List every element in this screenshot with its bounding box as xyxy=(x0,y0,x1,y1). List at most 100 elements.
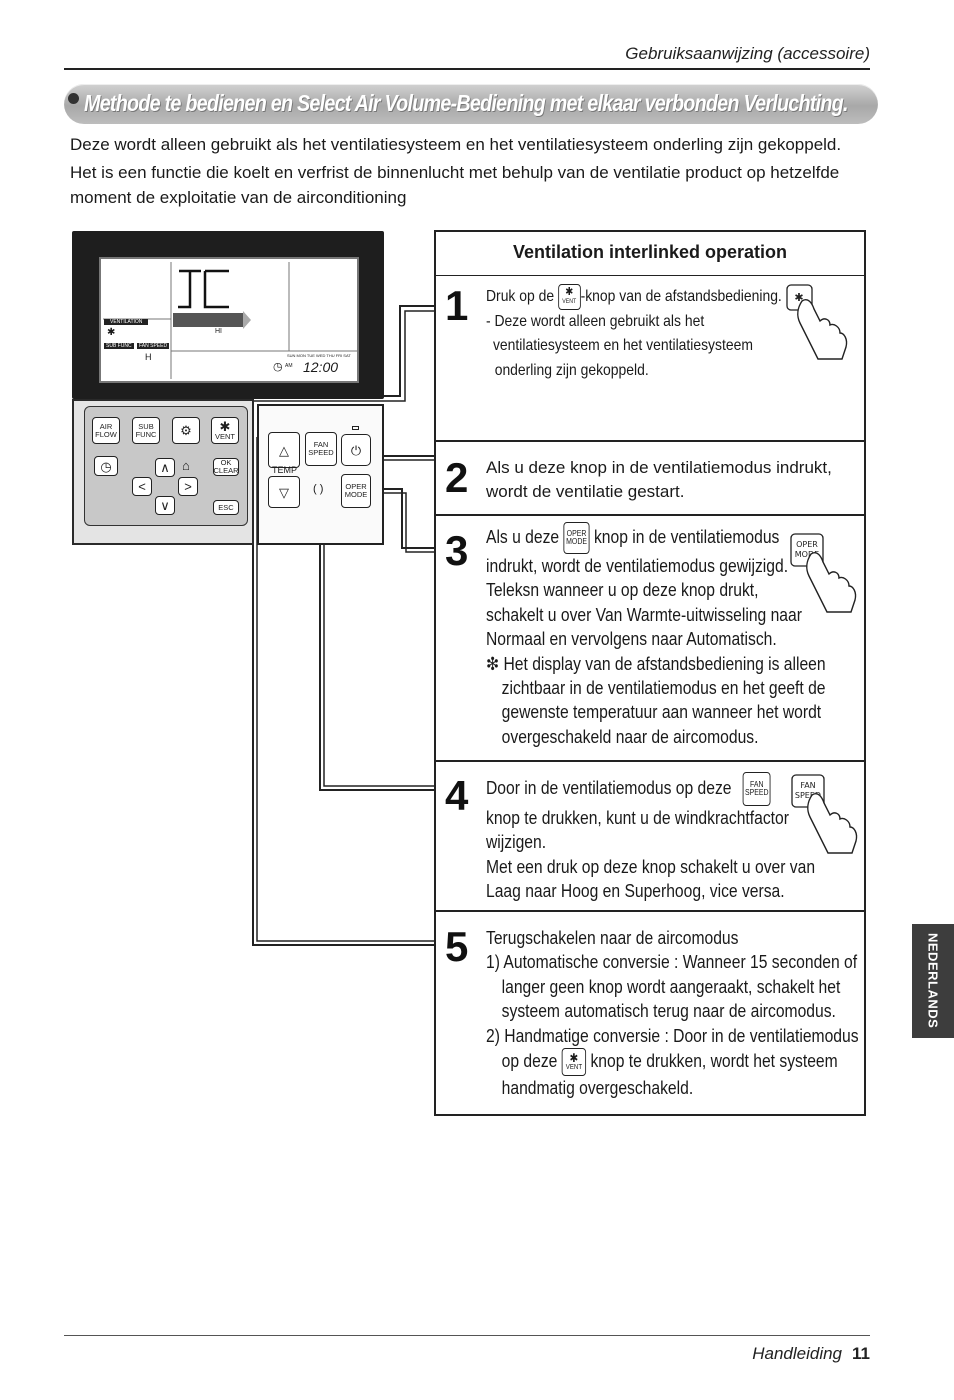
display-fan-icon: ✱ xyxy=(107,327,116,338)
finger-press-icon: OPER MODE xyxy=(790,533,857,613)
intro-paragraph-1: Deze wordt alleen gebruikt als het venti… xyxy=(70,135,842,154)
temp-up-button[interactable]: △ xyxy=(268,432,300,468)
display-fan-speed: FAN SPEED xyxy=(137,343,170,349)
step-2-text: Als u deze knop in de ventilatiemodus in… xyxy=(486,456,832,505)
footer-label: Handleiding xyxy=(752,1344,843,1363)
finger-press-icon: ✱ xyxy=(786,284,848,360)
step-2-line-2: wordt de ventilatie gestart. xyxy=(486,482,685,502)
svg-text:MODE: MODE xyxy=(795,550,819,559)
sub-func-label: SUB FUNC xyxy=(135,421,157,439)
left-button[interactable]: < xyxy=(132,477,152,496)
step-3-line-4: schakelt u over Van Warmte-uitwisseling … xyxy=(486,604,802,625)
up-button[interactable]: ∧ xyxy=(155,458,175,477)
step-5-line-6b: knop te drukken, wordt het systeem xyxy=(590,1050,838,1071)
svg-text:OPER: OPER xyxy=(796,540,818,549)
temp-down-button[interactable]: ▽ xyxy=(268,476,300,508)
finger-press-icon: FAN SPEED xyxy=(791,774,858,854)
vent-inline-button: ✱ VENT xyxy=(561,1048,587,1077)
temp-label: TEMP xyxy=(272,465,298,475)
step-5-line-6a: op deze xyxy=(501,1050,558,1071)
vent-inline-label: VENT xyxy=(565,1063,583,1071)
step-5-line-7: handmatig overgeschakeld. xyxy=(501,1078,694,1099)
step-3-line-2: indrukt, wordt de ventilatiemodus gewijz… xyxy=(486,556,789,576)
power-button[interactable]: ⏻ xyxy=(341,434,371,466)
steps-heading: Ventilation interlinked operation xyxy=(434,230,866,276)
sub-func-button[interactable]: SUB FUNC xyxy=(132,417,160,444)
language-tab-label: NEDERLANDS xyxy=(925,933,941,1029)
vent-label: VENT xyxy=(214,432,235,441)
step-4-line-2: knop te drukken, kunt u de windkrachtfac… xyxy=(486,808,789,828)
ok-clear-label: OK CLEAR xyxy=(213,458,239,475)
step-3-note-4: overgeschakeld naar de aircomodus. xyxy=(501,726,759,747)
step-4-line-3: wijzigen. xyxy=(486,832,547,853)
intro-paragraph-2: Het is een functie die koelt en verfrist… xyxy=(70,163,840,207)
gear-icon: ⚙ xyxy=(180,423,192,438)
section-title: Methode te bedienen en Select Air Volume… xyxy=(84,90,848,116)
step-5-line-3: langer geen knop wordt aangeraakt, schak… xyxy=(501,976,841,997)
down-button[interactable]: ∨ xyxy=(155,496,175,515)
step-1-line-2: - Deze wordt alleen gebruikt als het xyxy=(486,313,705,330)
step-3-line-3: Teleksn wanneer u op deze knop drukt, xyxy=(486,580,759,601)
step-4-line-1: Door in de ventilatiemodus op deze xyxy=(486,777,732,798)
triangle-up-icon: △ xyxy=(279,442,289,458)
vent-icon: ✱ xyxy=(569,1050,579,1065)
header-rule xyxy=(64,68,870,70)
triangle-down-icon: ▽ xyxy=(279,484,289,500)
vent-button[interactable]: ✱ VENT xyxy=(211,417,239,444)
fan-inline-label-1: FAN xyxy=(749,779,764,789)
display-graphics xyxy=(103,262,357,379)
step-2-line-1: Als u deze knop in de ventilatiemodus in… xyxy=(486,458,832,477)
display-ventilation-label: VENTILATION xyxy=(104,319,149,325)
step-3-note-3: gewenste temperatuur aan wanneer het wor… xyxy=(501,702,822,723)
connector-step-4 xyxy=(319,462,434,791)
oper-inline-label-2: MODE xyxy=(566,537,587,546)
oper-mode-inline-button: OPER MODE xyxy=(563,522,590,554)
timer-button[interactable]: ◷ xyxy=(94,456,118,476)
divider-4 xyxy=(434,910,866,912)
air-flow-label: AIR FLOW xyxy=(95,421,117,439)
step-4-number: 4 xyxy=(445,772,469,819)
steps-table xyxy=(434,230,866,1116)
step-5-line-5: 2) Handmatige conversie : Door in de ven… xyxy=(486,1025,859,1046)
step-3-line-1a: Als u deze xyxy=(486,526,560,547)
air-flow-button[interactable]: AIR FLOW xyxy=(92,417,120,444)
right-button[interactable]: > xyxy=(178,477,198,496)
fan-speed-label: FAN SPEED xyxy=(308,440,334,457)
step-1-line-1b: -knop van de afstandsbediening. xyxy=(580,288,782,306)
connector-step-5 xyxy=(252,437,434,946)
step-4-text: Door in de ventilatiemodus op deze FAN S… xyxy=(486,772,815,904)
display-sub-func: SUB FUNC xyxy=(104,343,134,349)
power-icon: ⏻ xyxy=(350,442,362,458)
oper-mode-button[interactable]: OPER MODE xyxy=(341,474,371,508)
oper-inline-label-1: OPER xyxy=(566,528,587,538)
step-1-line-4: onderling zijn gekoppeld. xyxy=(494,361,649,379)
svg-text:✱: ✱ xyxy=(794,291,803,304)
vent-icon: ✱ xyxy=(219,419,231,434)
ok-clear-button[interactable]: OK CLEAR xyxy=(213,458,239,476)
settings-button[interactable]: ⚙ xyxy=(172,417,200,444)
intro-text: Deze wordt alleen gebruikt als het venti… xyxy=(70,132,885,213)
divider-3 xyxy=(434,760,866,762)
step-1-line-3: ventilatiesysteem en het ventilatiesyste… xyxy=(492,337,753,355)
step-1-number: 1 xyxy=(445,282,469,329)
banner-bullet xyxy=(68,93,79,104)
header-title: Gebruiksaanwijzing (accessoire) xyxy=(625,44,870,63)
fan-speed-button[interactable]: FAN SPEED xyxy=(305,432,337,466)
esc-label: ESC xyxy=(218,502,234,512)
display-h: H xyxy=(145,352,152,362)
step-4-line-5: Laag naar Hoog en Superhoog, vice versa. xyxy=(486,881,785,902)
divider-2 xyxy=(434,514,866,516)
language-tab: NEDERLANDS xyxy=(912,924,954,1038)
step-3-number: 3 xyxy=(445,527,469,574)
chevron-right-icon: > xyxy=(184,479,192,494)
vent-inline-label: VENT xyxy=(562,299,577,306)
step-3-note-1: ❇ Het display van de afstandsbediening i… xyxy=(486,653,826,674)
footer-rule xyxy=(64,1335,870,1336)
sensor-icon: ( ) xyxy=(313,483,324,495)
esc-button[interactable]: ESC xyxy=(213,500,239,515)
step-5-text: Terugschakelen naar de aircomodus 1) Aut… xyxy=(486,926,859,1100)
step-4-line-4: Met een druk op deze knop schakelt u ove… xyxy=(486,856,816,877)
chevron-left-icon: < xyxy=(138,479,146,494)
step-3-note-2: zichtbaar in de ventilatiemodus en het g… xyxy=(501,678,826,699)
